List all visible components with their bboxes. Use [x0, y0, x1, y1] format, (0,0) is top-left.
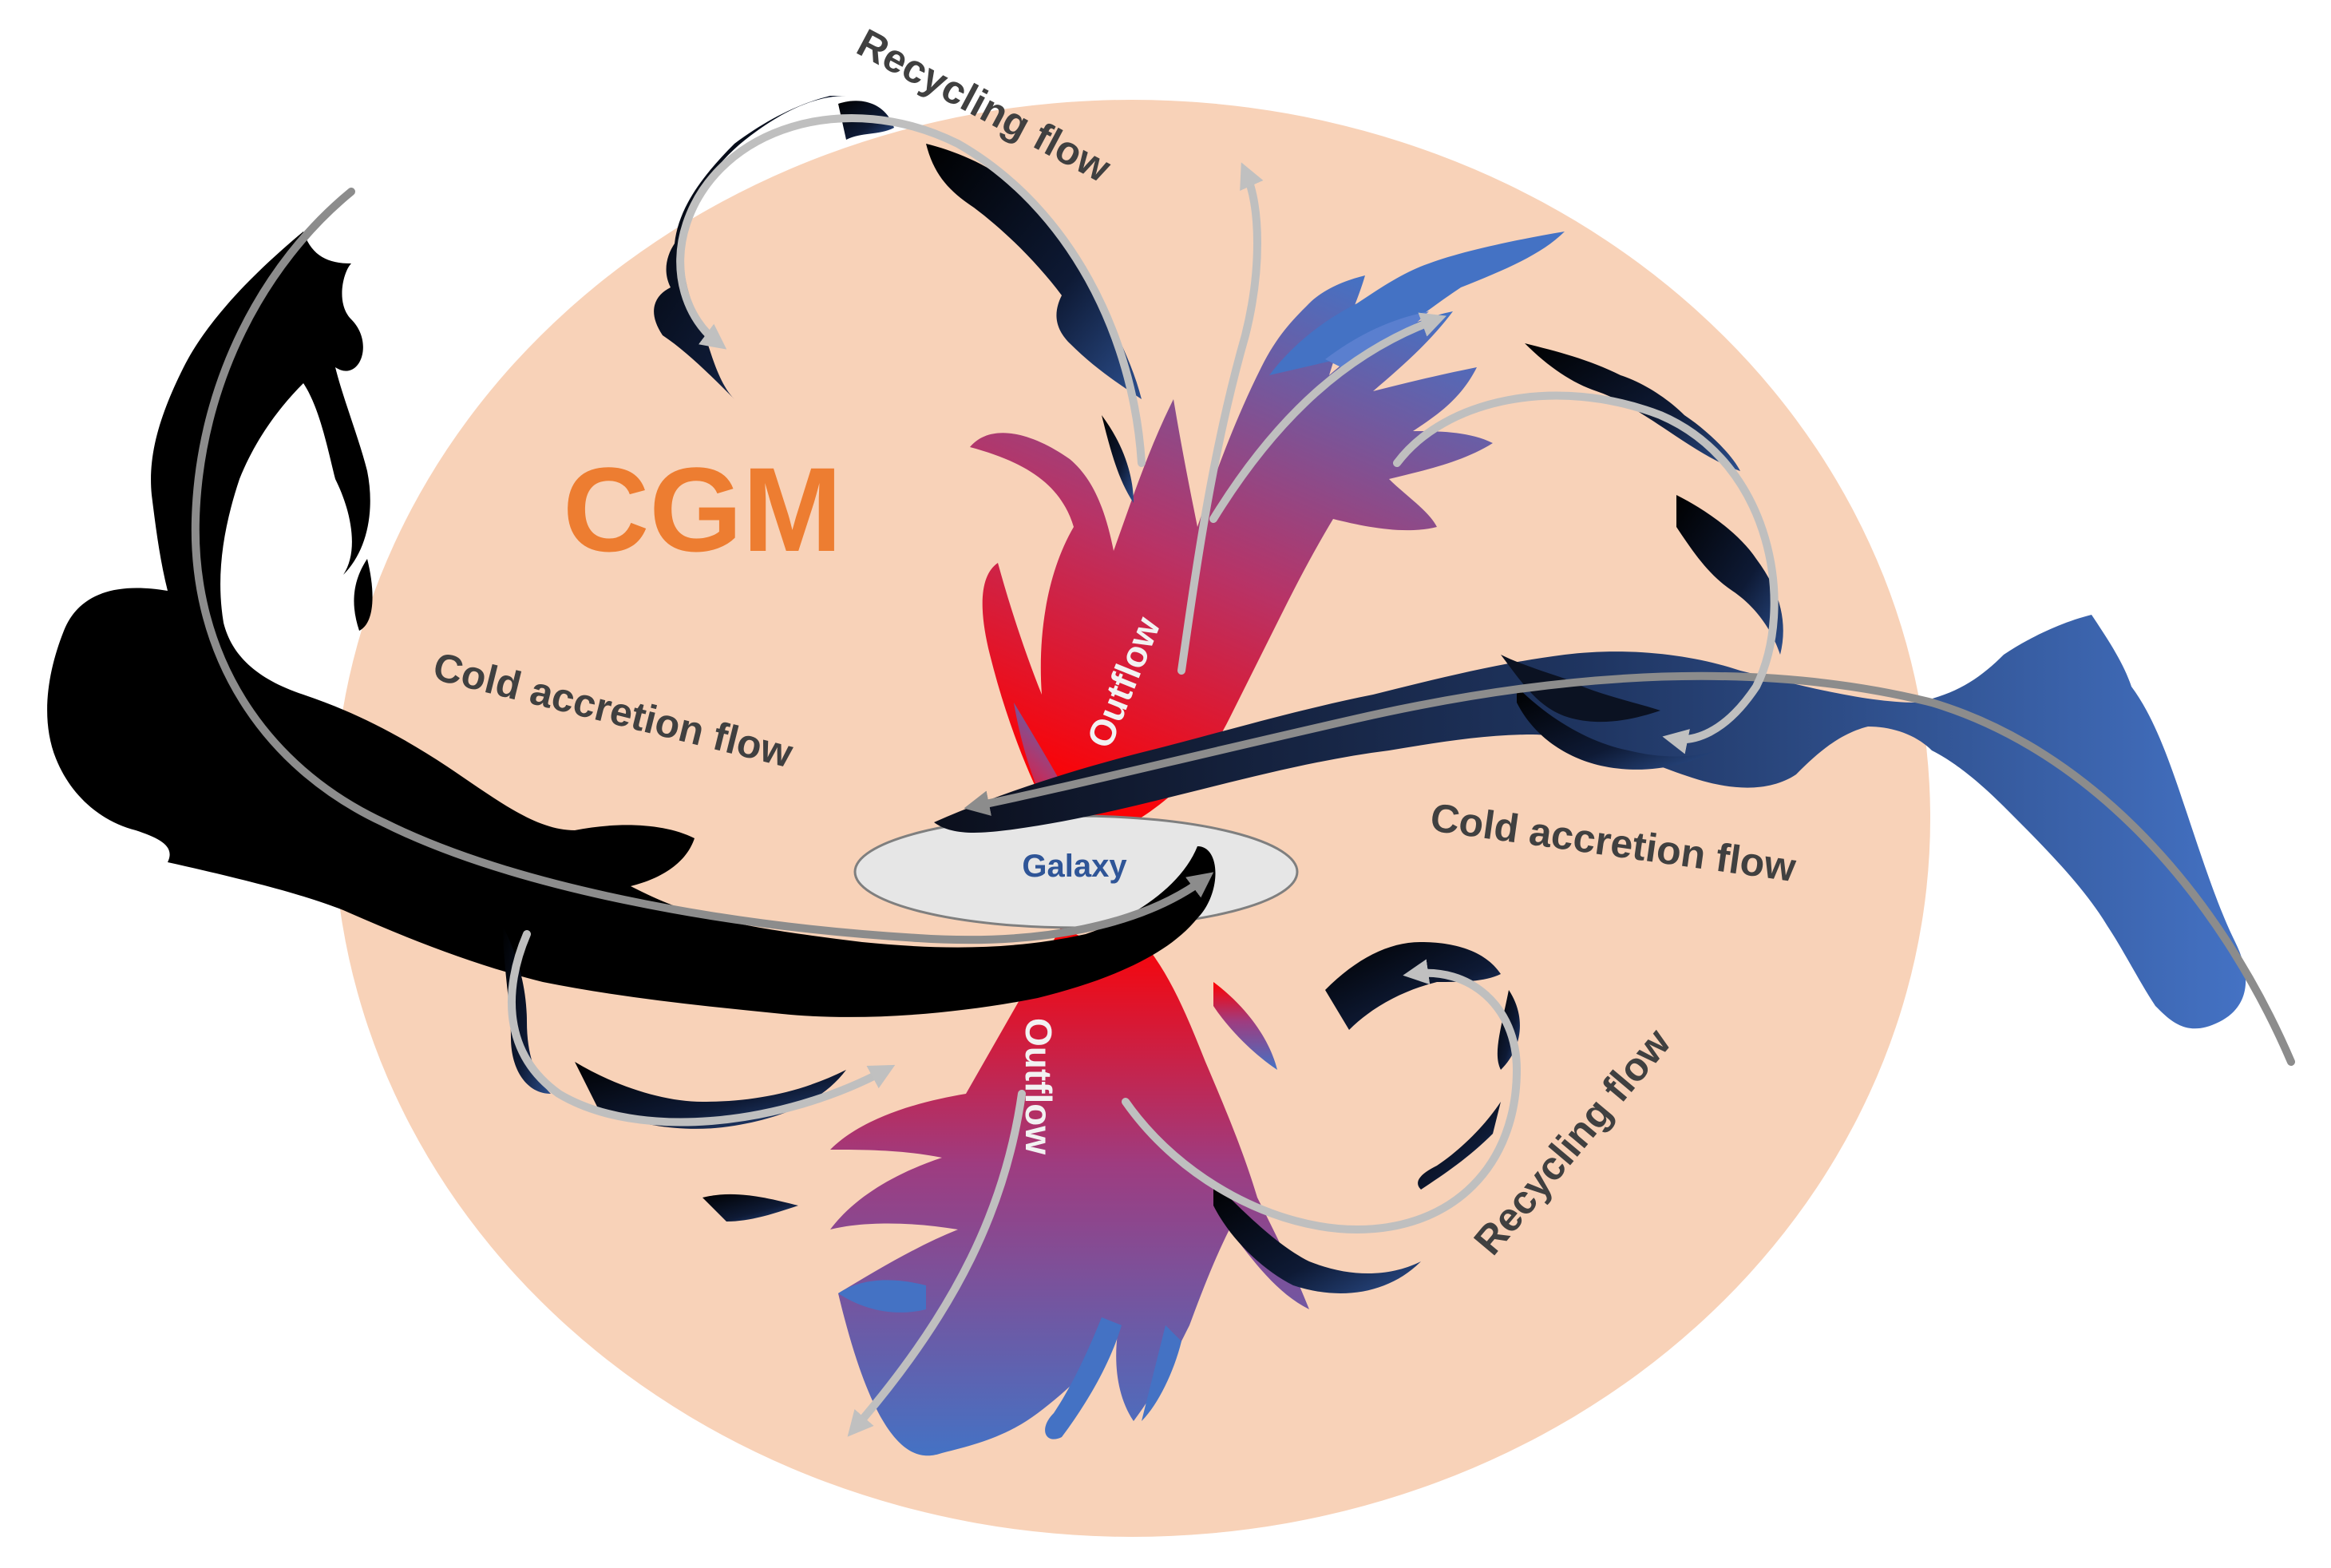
outflow-bottom-arrow — [847, 1090, 1026, 1437]
cold-accretion-right-arrow — [964, 671, 2295, 1066]
recycling-right-arrow — [1393, 391, 1779, 754]
recycling-top-arrow — [676, 114, 1146, 467]
cold-accretion-right-stream — [934, 615, 2246, 1029]
outflow-bottom-tips — [838, 1280, 1181, 1439]
flow-arrows — [191, 114, 2295, 1437]
outflow-top-arrow — [1177, 162, 1264, 675]
outflow-bottom-plume — [830, 926, 1309, 1456]
outflow-bottom-label: Outflow — [1018, 1018, 1059, 1154]
recycling-bottom-left-arrow — [508, 930, 896, 1127]
cold-accretion-left-stream — [47, 232, 1216, 1017]
outflow-upper-right-arrow — [1209, 312, 1447, 523]
recycling-top-clumps — [654, 96, 1142, 503]
cold-accretion-left-arrow — [191, 188, 1214, 944]
recycling-bottom-right-arrow — [1122, 959, 1522, 1234]
galaxy-label: Galaxy — [1022, 849, 1127, 884]
outflow-top-plume — [970, 232, 1565, 838]
cgm-label: CGM — [563, 442, 842, 576]
